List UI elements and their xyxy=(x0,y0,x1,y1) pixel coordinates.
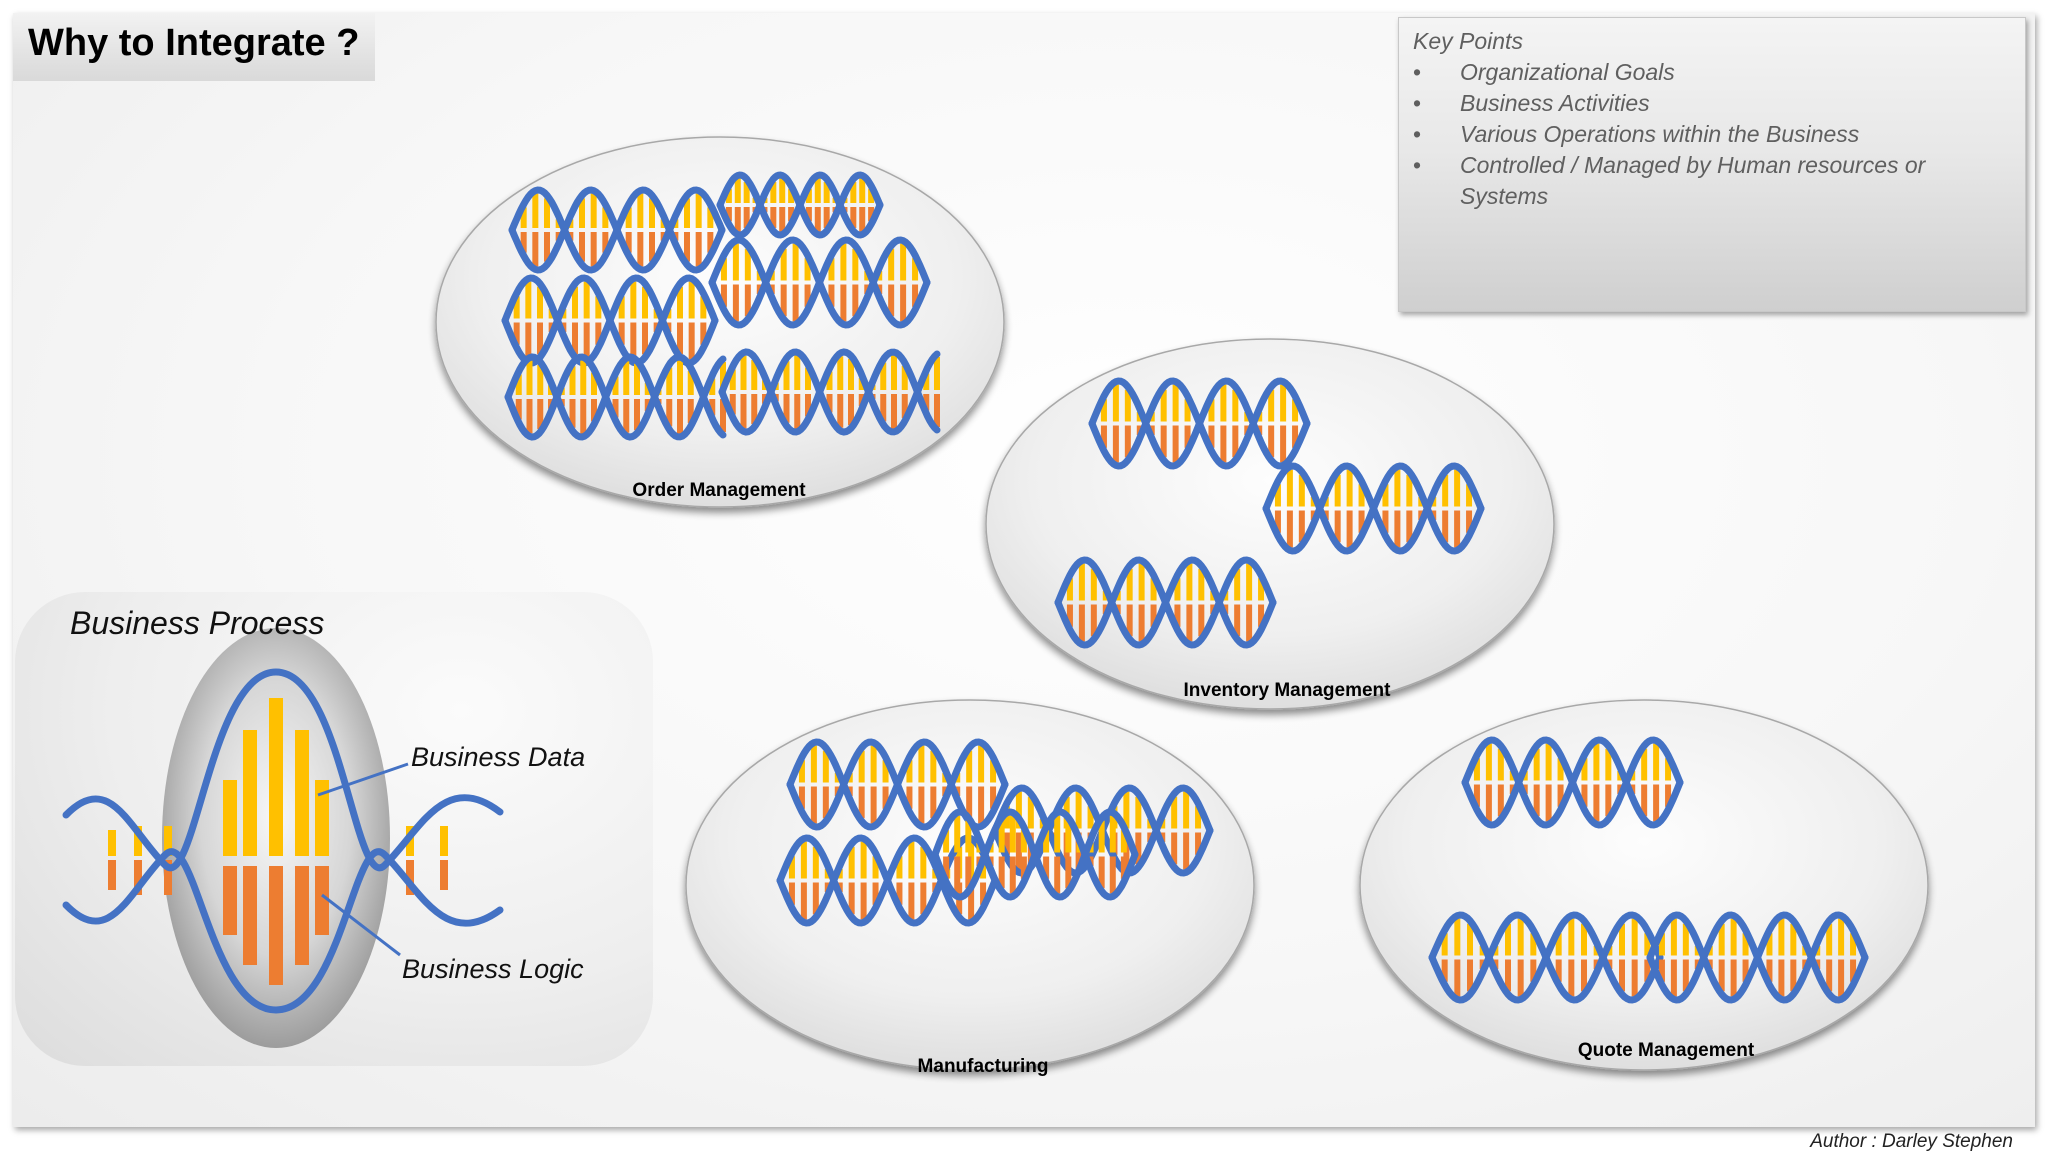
key-point-item: •Organizational Goals xyxy=(1413,57,2011,88)
author-credit: Author : Darley Stephen xyxy=(1810,1131,2013,1152)
cluster-oval-order-management xyxy=(435,136,1005,508)
slide-title: Why to Integrate ? xyxy=(28,22,360,64)
dna-helix-icon xyxy=(708,236,931,329)
dna-helix-icon xyxy=(716,171,884,239)
business-logic-label: Business Logic xyxy=(402,954,584,984)
dna-helix-icon xyxy=(931,808,1139,901)
cluster-label-inventory-management: Inventory Management xyxy=(1183,680,1391,701)
key-point-item: •Business Activities xyxy=(1413,88,2011,119)
business-data-label: Business Data xyxy=(411,742,586,772)
bullet-icon: • xyxy=(1413,152,1422,178)
bullet-icon: • xyxy=(1413,90,1422,116)
dna-helix-icon xyxy=(1088,377,1311,470)
helix-layer xyxy=(62,171,1869,1014)
cluster-label-order-management: Order Management xyxy=(632,480,806,501)
key-point-item: •Controlled / Managed by Human resources… xyxy=(1413,152,1926,209)
business-data-callout-line xyxy=(317,762,409,797)
dna-helix-icon xyxy=(508,186,726,274)
dna-helix-icon xyxy=(1428,911,1664,1004)
dna-helix-icon xyxy=(718,348,941,436)
title-box xyxy=(13,13,375,81)
dna-helix-icon xyxy=(1054,556,1277,649)
key-point-item: •Various Operations within the Business xyxy=(1413,119,2011,150)
business-process-title: Business Process xyxy=(70,605,325,641)
cluster-label-quote-management: Quote Management xyxy=(1577,1040,1755,1061)
key-points-box: Key Points •Organizational Goals •Busine… xyxy=(1398,17,2026,312)
dna-helix-icon xyxy=(1461,736,1684,829)
key-points-heading: Key Points xyxy=(1413,28,1523,54)
bullet-icon: • xyxy=(1413,121,1422,147)
key-points-list: •Organizational Goals •Business Activiti… xyxy=(1413,57,2011,212)
dna-helix-icon xyxy=(1262,462,1485,555)
dna-helix-icon xyxy=(504,353,727,441)
dna-helix-icon xyxy=(1646,911,1869,1004)
business-process-helix-icon xyxy=(62,668,504,1014)
business-logic-callout-line xyxy=(321,893,401,957)
bullet-icon: • xyxy=(1413,59,1422,85)
cluster-label-manufacturing: Manufacturing xyxy=(917,1056,1049,1077)
